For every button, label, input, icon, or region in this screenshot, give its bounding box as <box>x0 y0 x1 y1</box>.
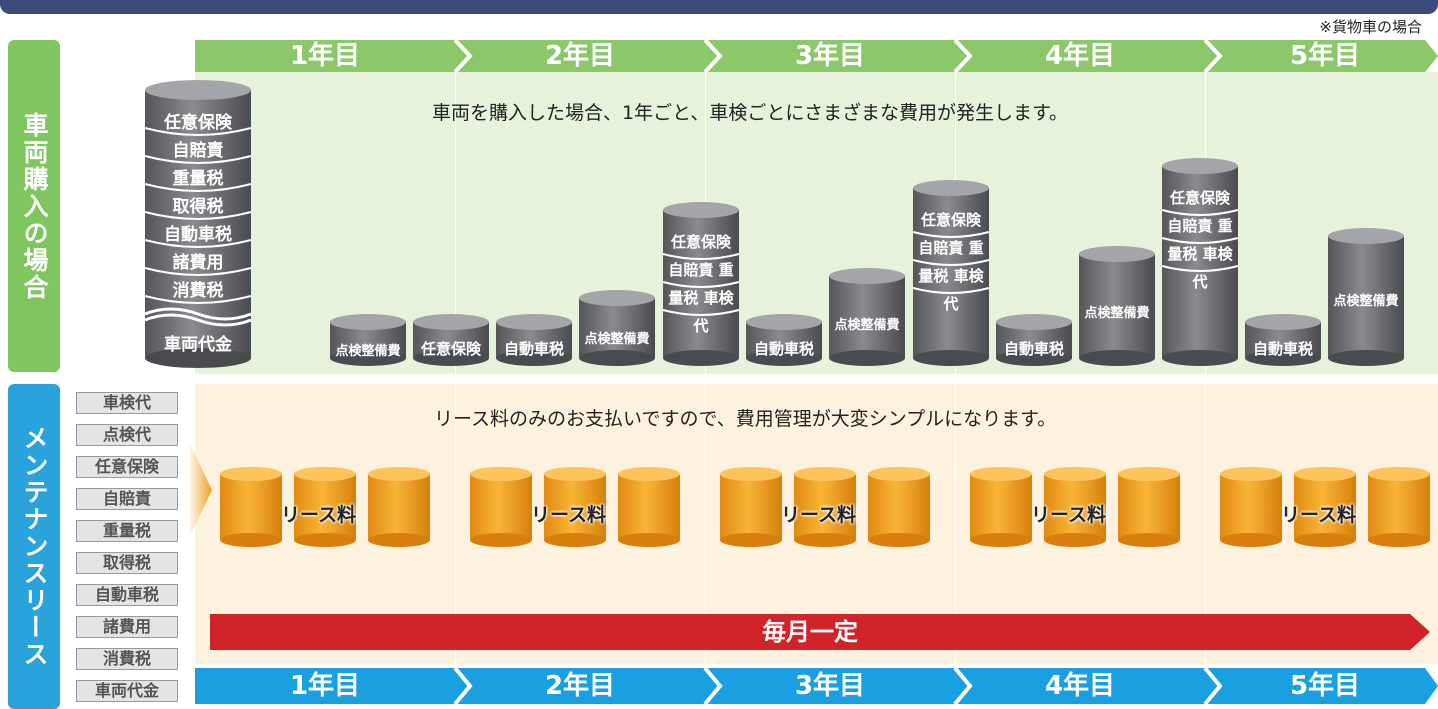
cost-label: 任意保険 自賠責 重量税 車検代 <box>1167 189 1233 291</box>
lease-item: 任意保険 <box>76 456 178 478</box>
cost-cylinder <box>413 314 489 366</box>
stack-label: 消費税 <box>172 281 224 301</box>
year-label-bottom-2: 2年目 <box>544 671 616 701</box>
lease-cylinders-year4 <box>970 467 1180 547</box>
cost-label: 自動車税 <box>503 340 564 358</box>
cost-label: 任意保険 自賠責 重量税 車検代 <box>668 233 734 335</box>
year-label-top-5: 5年目 <box>1289 41 1361 71</box>
lease-item: 車両代金 <box>76 680 178 702</box>
stack-label: 車両代金 <box>164 335 232 355</box>
year-bar-blue <box>195 668 1438 704</box>
lease-item: 車検代 <box>76 392 178 414</box>
stack-label: 自賠責 <box>172 141 224 161</box>
year-bar-green <box>195 40 1438 72</box>
cost-cylinder <box>996 314 1072 366</box>
cost-label: 自動車税 <box>1003 340 1064 358</box>
cost-label: 点検整備費 <box>1084 306 1150 321</box>
lease-item: 諸費用 <box>76 616 178 638</box>
cost-cylinder <box>1161 158 1239 366</box>
cost-label: 任意保険 <box>420 340 481 358</box>
lease-cylinders-year2 <box>470 467 680 547</box>
cost-cylinder <box>330 314 406 366</box>
note-text: ※貨物車の場合 <box>1319 18 1422 36</box>
cost-label: 点検整備費 <box>1333 294 1399 309</box>
stack-label: 自動車税 <box>164 225 232 245</box>
cost-label: 任意保険 自賠責 重量税 車検代 <box>918 211 984 313</box>
stack-label: 重量税 <box>172 169 224 189</box>
year-label-top-2: 2年目 <box>544 41 616 71</box>
cost-cylinder <box>746 314 822 366</box>
lease-item: 重量税 <box>76 520 178 542</box>
lease-message: リース料のみのお支払いですので、費用管理が大変シンプルになります。 <box>434 408 1057 430</box>
lease-cylinders-year5 <box>1220 467 1430 547</box>
section-title-purchase: 車両購入の場合 <box>8 40 60 372</box>
cost-cylinder <box>829 268 905 366</box>
section-title-lease: メンテナンスリース <box>8 384 60 709</box>
cost-label: 点検整備費 <box>335 344 401 359</box>
cost-label: 自動車税 <box>1252 340 1313 358</box>
cost-cylinder <box>1079 246 1155 366</box>
cost-cylinder <box>579 290 655 366</box>
lease-label-3: リース料 <box>781 504 857 526</box>
lease-arrow <box>188 440 212 540</box>
lease-cylinders-year3 <box>720 467 930 547</box>
year-label-bottom-5: 5年目 <box>1289 671 1361 701</box>
lease-label-1: リース料 <box>281 504 357 526</box>
lease-label-2: リース料 <box>531 504 607 526</box>
cost-cylinder <box>1328 228 1404 366</box>
lease-item: 消費税 <box>76 648 178 670</box>
lease-cylinders-year1 <box>220 467 430 547</box>
year-label-top-1: 1年目 <box>289 41 361 71</box>
initial-stack-cylinder <box>144 80 252 368</box>
year-label-bottom-3: 3年目 <box>794 671 866 701</box>
monthly-label: 毎月一定 <box>762 618 858 646</box>
year-label-bottom-1: 1年目 <box>289 671 361 701</box>
stack-label: 任意保険 <box>164 113 232 133</box>
lease-item: 点検代 <box>76 424 178 446</box>
lease-item: 自賠責 <box>76 488 178 510</box>
lease-item: 自動車税 <box>76 584 178 606</box>
cost-cylinder <box>1245 314 1321 366</box>
year-label-top-3: 3年目 <box>794 41 866 71</box>
year-label-top-4: 4年目 <box>1044 41 1116 71</box>
top-banner <box>0 0 1438 14</box>
monthly-arrow <box>210 614 1430 650</box>
cost-label: 点検整備費 <box>584 332 650 347</box>
cost-label: 自動車税 <box>753 340 814 358</box>
stack-label: 諸費用 <box>172 253 224 273</box>
cost-cylinder <box>662 202 740 366</box>
lease-label-5: リース料 <box>1281 504 1357 526</box>
lease-label-4: リース料 <box>1031 504 1107 526</box>
cost-label: 点検整備費 <box>834 318 900 333</box>
purchase-message: 車両を購入した場合、1年ごと、車検ごとにさまざまな費用が発生します。 <box>432 102 1069 124</box>
cost-cylinder <box>496 314 572 366</box>
stack-label: 取得税 <box>172 197 224 217</box>
lease-item: 取得税 <box>76 552 178 574</box>
year-label-bottom-4: 4年目 <box>1044 671 1116 701</box>
cost-cylinder <box>912 180 990 366</box>
